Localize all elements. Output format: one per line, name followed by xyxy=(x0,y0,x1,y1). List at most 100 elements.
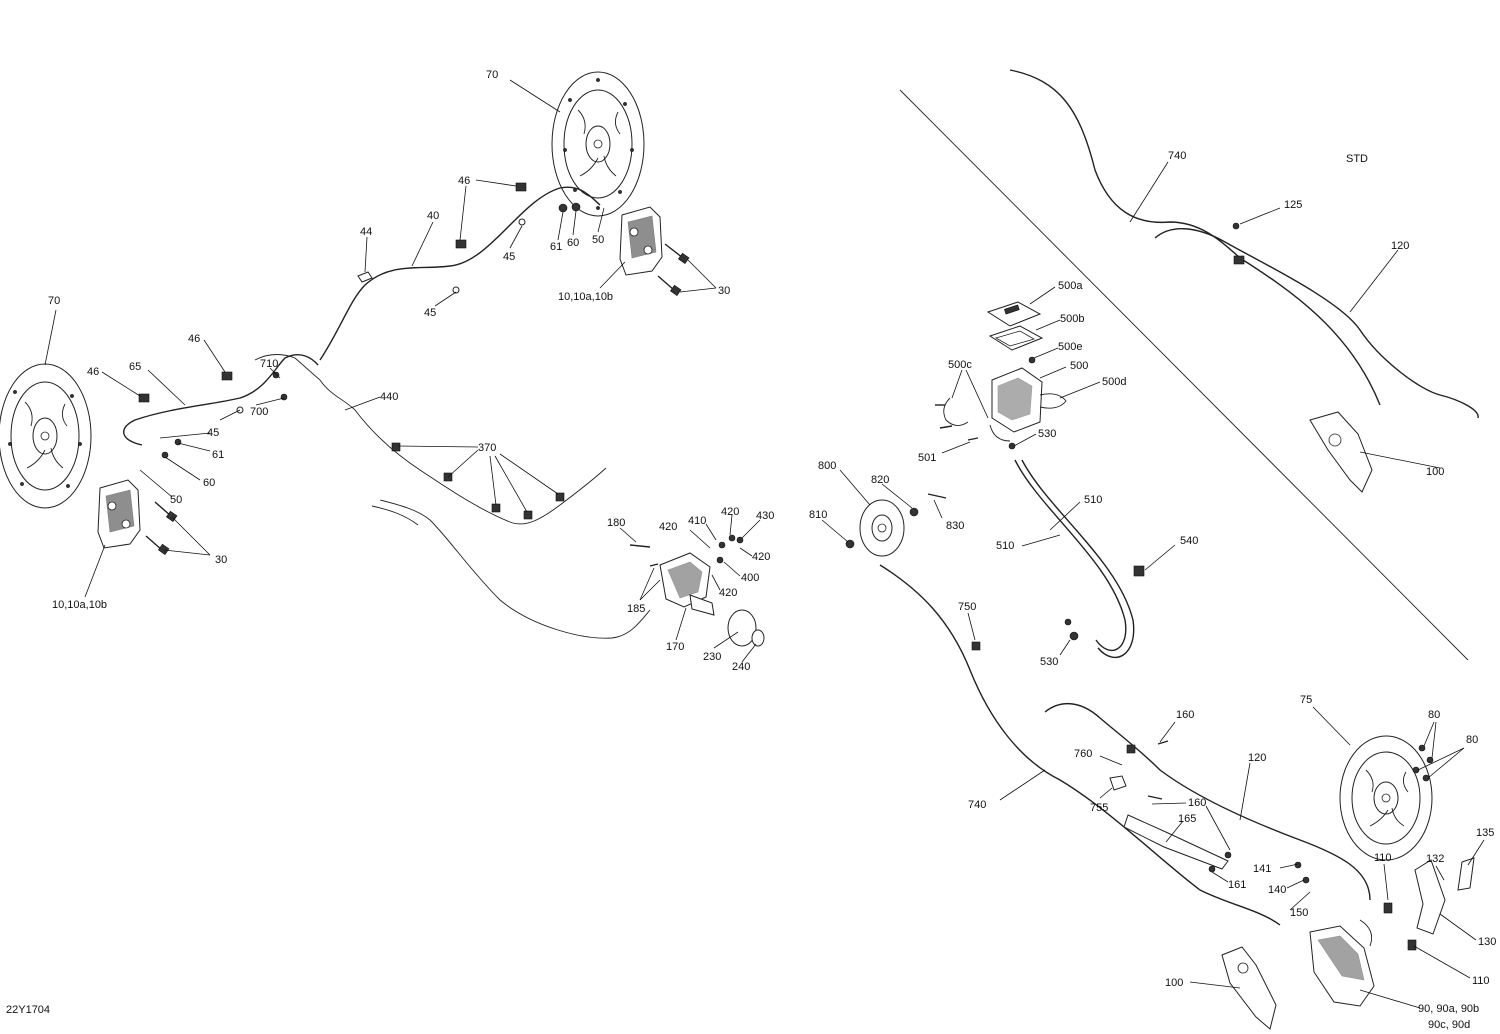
label-161: 161 xyxy=(1228,879,1246,891)
label-165: 165 xyxy=(1178,813,1196,825)
caliper-front-left xyxy=(97,479,141,549)
caliper-bolts-front-left xyxy=(145,501,178,555)
label-420: 420 xyxy=(721,506,739,518)
label-501: 501 xyxy=(918,452,936,464)
label-140: 140 xyxy=(1268,884,1286,896)
brake-disc-front-right xyxy=(551,71,645,217)
clips-370 xyxy=(391,442,565,520)
label-540: 540 xyxy=(1180,535,1198,547)
label-800: 800 xyxy=(818,460,836,472)
label-10-10a-10b: 10,10a,10b xyxy=(52,599,107,611)
label-820: 820 xyxy=(871,474,889,486)
label-230: 230 xyxy=(703,651,721,663)
label-180: 180 xyxy=(607,517,625,529)
label-125: 125 xyxy=(1284,199,1302,211)
label-30: 30 xyxy=(718,285,730,297)
label-185: 185 xyxy=(627,603,645,615)
reservoir-assembly xyxy=(935,301,1145,659)
label-740: 740 xyxy=(1168,150,1186,162)
std-brake-lines xyxy=(1009,69,1479,419)
rear-brake-lines xyxy=(879,564,1371,926)
label-100: 100 xyxy=(1426,466,1444,478)
label-500d: 500d xyxy=(1102,376,1126,388)
label-61: 61 xyxy=(550,241,562,253)
label-410: 410 xyxy=(688,515,706,527)
label-530: 530 xyxy=(1038,428,1056,440)
label-80: 80 xyxy=(1466,734,1478,746)
label-60: 60 xyxy=(203,477,215,489)
label-110: 110 xyxy=(1374,852,1392,864)
label-500a: 500a xyxy=(1058,280,1083,292)
label-75: 75 xyxy=(1300,694,1312,706)
label-120: 120 xyxy=(1391,240,1409,252)
caliper-front-right xyxy=(619,206,663,276)
label-500c: 500c xyxy=(948,359,972,371)
label-90c-90d: 90c, 90d xyxy=(1428,1019,1470,1031)
brake-disc-front-left xyxy=(0,363,92,509)
label-45: 45 xyxy=(207,427,219,439)
label-46: 46 xyxy=(188,333,200,345)
rear-caliper-and-brackets xyxy=(1221,857,1475,1030)
label-420: 420 xyxy=(752,551,770,563)
label-100: 100 xyxy=(1165,977,1183,989)
label-50: 50 xyxy=(592,234,604,246)
label-132: 132 xyxy=(1426,853,1444,865)
label-160: 160 xyxy=(1188,797,1206,809)
label-830: 830 xyxy=(946,520,964,532)
label-44: 44 xyxy=(360,226,372,238)
label-750: 750 xyxy=(958,601,976,613)
label-510: 510 xyxy=(1084,494,1102,506)
label-160: 160 xyxy=(1176,709,1194,721)
label-90-90a-90b: 90, 90a, 90b xyxy=(1418,1003,1479,1015)
label-740: 740 xyxy=(968,799,986,811)
label-810: 810 xyxy=(809,509,827,521)
diagram-code: 22Y1704 xyxy=(6,1004,50,1016)
label-500: 500 xyxy=(1070,360,1088,372)
leader-lines xyxy=(44,79,1485,1009)
label-755: 755 xyxy=(1090,802,1108,814)
label-135: 135 xyxy=(1476,827,1494,839)
label-120: 120 xyxy=(1248,752,1266,764)
label-420: 420 xyxy=(719,587,737,599)
rear-components xyxy=(1109,740,1310,884)
label-70: 70 xyxy=(486,69,498,81)
caliper-bolts-front-right xyxy=(657,243,690,296)
label-50: 50 xyxy=(170,494,182,506)
label-170: 170 xyxy=(666,641,684,653)
label-510: 510 xyxy=(996,540,1014,552)
label-30: 30 xyxy=(215,554,227,566)
label-40: 40 xyxy=(427,210,439,222)
label-46: 46 xyxy=(458,175,470,187)
label-440: 440 xyxy=(380,391,398,403)
label-370: 370 xyxy=(478,442,496,454)
label-10-10a-10b: 10,10a,10b xyxy=(558,291,613,303)
label-530: 530 xyxy=(1040,656,1058,668)
label-45: 45 xyxy=(503,251,515,263)
label-420: 420 xyxy=(659,521,677,533)
label-130: 130 xyxy=(1478,936,1496,948)
label-65: 65 xyxy=(129,361,141,373)
label-45: 45 xyxy=(424,307,436,319)
brake-disc-rear xyxy=(1339,735,1434,861)
part-labels: 70 46 44 40 45 45 61 60 50 10,10a,10b 30… xyxy=(6,69,1496,1031)
master-cylinder-front xyxy=(629,534,765,647)
label-400: 400 xyxy=(741,572,759,584)
label-760: 760 xyxy=(1074,748,1092,760)
front-brake-lines xyxy=(123,186,651,639)
label-500b: 500b xyxy=(1060,313,1084,325)
pulley-800 xyxy=(845,493,947,557)
label-240: 240 xyxy=(732,661,750,673)
variant-separator-line xyxy=(899,89,1469,661)
label-60: 60 xyxy=(567,237,579,249)
label-80: 80 xyxy=(1428,709,1440,721)
label-710: 710 xyxy=(260,358,278,370)
bracket-100-std xyxy=(1309,411,1373,493)
hose-clips-front xyxy=(138,182,581,459)
label-430: 430 xyxy=(756,510,774,522)
label-110: 110 xyxy=(1472,975,1490,987)
label-150: 150 xyxy=(1290,907,1308,919)
label-70: 70 xyxy=(48,295,60,307)
label-141: 141 xyxy=(1253,863,1271,875)
label-46: 46 xyxy=(87,366,99,378)
